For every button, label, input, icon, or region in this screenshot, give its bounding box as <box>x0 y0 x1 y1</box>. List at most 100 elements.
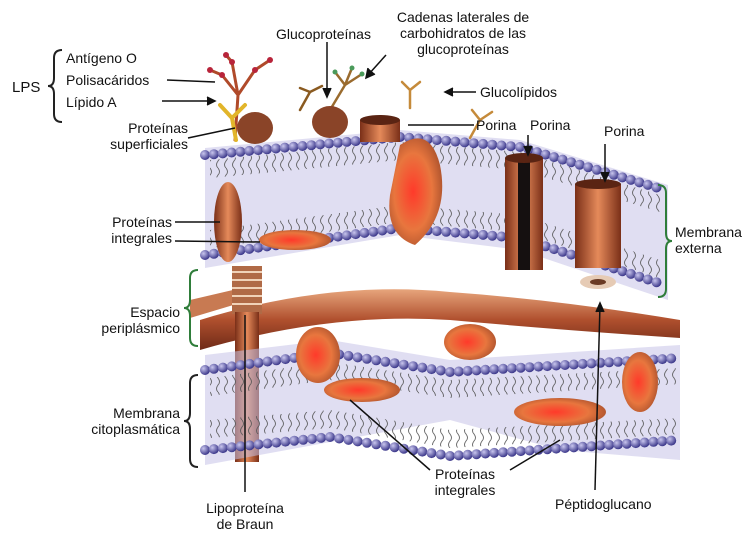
phospholipid-head <box>218 363 228 373</box>
phospholipid-head <box>218 148 228 158</box>
phospholipid-head <box>377 226 387 236</box>
label-porina-1: Porina <box>476 117 516 133</box>
phospholipid-head <box>236 441 246 451</box>
phospholipid-head <box>478 139 488 149</box>
phospholipid-head <box>657 354 667 364</box>
phospholipid-head <box>578 442 588 452</box>
phospholipid-head <box>280 437 290 447</box>
phospholipid-head <box>534 362 544 372</box>
phospholipid-head <box>445 451 455 461</box>
phospholipid-head <box>626 175 636 185</box>
cytoplasmic-membrane <box>200 324 680 465</box>
phospholipid-head <box>516 446 526 456</box>
phospholipid-head <box>578 359 588 369</box>
phospholipid-head <box>652 277 662 287</box>
phospholipid-head <box>427 364 437 374</box>
label-polisacaridos: Polisacáridos <box>66 72 149 88</box>
phospholipid-head <box>380 441 390 451</box>
phospholipid-head <box>643 180 653 190</box>
phospholipid-head <box>551 361 561 371</box>
phospholipid-head <box>325 432 335 442</box>
phospholipid-head <box>489 364 499 374</box>
phospholipid-head <box>289 142 299 152</box>
phospholipid-head <box>469 229 479 239</box>
phospholipid-head <box>351 136 361 146</box>
phospholipid-head <box>472 449 482 459</box>
phospholipid-head <box>525 362 535 372</box>
phospholipid-head <box>244 146 254 156</box>
phospholipid-head <box>315 139 325 149</box>
phospholipid-head <box>432 135 442 145</box>
phospholipid-head <box>566 157 576 167</box>
phospholipid-head <box>441 136 451 146</box>
phospholipid-head <box>254 358 264 368</box>
phospholipid-head <box>432 226 442 236</box>
phospholipid-head <box>218 443 228 453</box>
phospholipid-head <box>209 444 219 454</box>
phospholipid-head <box>254 439 264 449</box>
phospholipid-head <box>549 152 559 162</box>
phospholipid-head <box>227 148 237 158</box>
phospholipid-head <box>587 358 597 368</box>
phospholipid-head <box>463 450 473 460</box>
phospholipid-head <box>450 228 460 238</box>
phospholipid-head <box>445 367 455 377</box>
label-porina-3: Porina <box>604 123 644 139</box>
phospholipid-head <box>497 141 507 151</box>
phospholipid-head <box>298 435 308 445</box>
phospholipid-head <box>244 244 254 254</box>
phospholipid-head <box>622 439 632 449</box>
phospholipid-head <box>399 444 409 454</box>
phospholipid-head <box>289 436 299 446</box>
phospholipid-head <box>436 366 446 376</box>
phospholipid-head <box>640 438 650 448</box>
phospholipid-head <box>560 360 570 370</box>
phospholipid-head <box>342 137 352 147</box>
phospholipid-head <box>236 360 246 370</box>
phospholipid-head <box>613 439 623 449</box>
phospholipid-head <box>498 447 508 457</box>
phospholipid-head <box>634 272 644 282</box>
phospholipid-head <box>209 364 219 374</box>
label-espacio-periplasmico: Espacioperiplásmico <box>84 304 180 336</box>
phospholipid-head <box>236 147 246 157</box>
phospholipid-head <box>487 231 497 241</box>
phospholipid-head <box>380 357 390 367</box>
phospholipid-head <box>487 140 497 150</box>
phospholipid-head <box>209 149 219 159</box>
phospholipid-head <box>280 143 290 153</box>
phospholipid-head <box>436 450 446 460</box>
phospholipid-head <box>333 138 343 148</box>
phospholipid-head <box>454 450 464 460</box>
phospholipid-head <box>604 357 614 367</box>
phospholipid-head <box>344 351 354 361</box>
phospholipid-head <box>209 249 219 259</box>
phospholipid-head <box>583 162 593 172</box>
phospholipid-head <box>649 437 659 447</box>
phospholipid-head <box>307 434 317 444</box>
phospholipid-head <box>333 232 343 242</box>
phospholipid-head <box>353 352 363 362</box>
phospholipid-head <box>353 436 363 446</box>
label-lipido-a: Lípido A <box>66 94 117 110</box>
phospholipid-head <box>227 442 237 452</box>
phospholipid-head <box>558 247 568 257</box>
phospholipid-head <box>569 360 579 370</box>
label-proteinas-integrales-bottom: Proteínasintegrales <box>415 466 515 498</box>
phospholipid-head <box>263 439 273 449</box>
label-antigeno-o: Antígeno O <box>66 50 137 66</box>
phospholipid-head <box>342 230 352 240</box>
phospholipid-head <box>262 144 272 154</box>
phospholipid-head <box>245 440 255 450</box>
phospholipid-head <box>227 361 237 371</box>
phospholipid-head <box>200 445 210 455</box>
phospholipid-head <box>298 141 308 151</box>
phospholipid-head <box>549 244 559 254</box>
phospholipid-head <box>351 229 361 239</box>
phospholipid-head <box>460 228 470 238</box>
